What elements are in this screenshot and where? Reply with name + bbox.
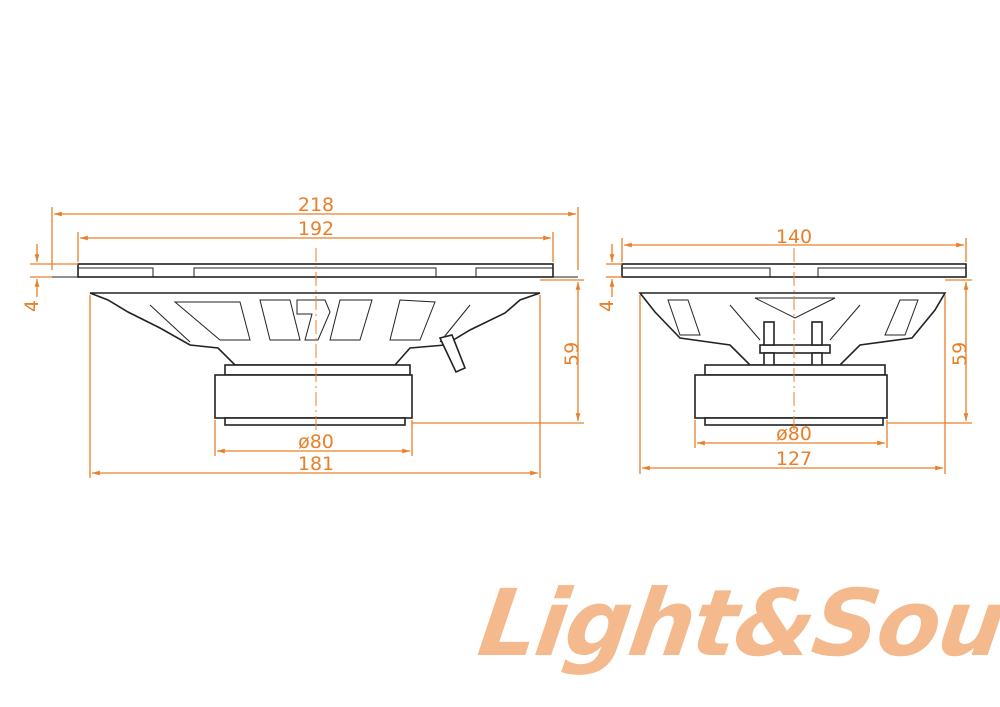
left-magnet-diameter-label: ø80	[298, 431, 334, 453]
left-depth-label: 59	[561, 342, 583, 366]
right-magnet-diameter-label: ø80	[776, 423, 812, 445]
right-depth-label: 59	[949, 342, 971, 366]
right-dimensions: 140 4 59 ø80 127	[596, 226, 972, 474]
right-speaker-view: 140 4 59 ø80 127	[596, 226, 972, 474]
right-speaker-body	[621, 248, 967, 430]
left-mount-width-label: 192	[298, 218, 334, 240]
left-overall-width-label: 218	[298, 194, 334, 216]
right-basket-width-label: 127	[776, 448, 812, 470]
left-basket-width-label: 181	[298, 453, 334, 475]
left-speaker-body	[52, 248, 578, 435]
right-flange-thickness-label: 4	[596, 300, 618, 312]
light-and-sound-logo: Light&Sound	[472, 570, 1000, 677]
right-overall-width-label: 140	[776, 226, 812, 248]
left-dimensions: 218 192 4 59 ø80 181	[21, 194, 584, 478]
left-flange-thickness-label: 4	[21, 300, 43, 312]
left-speaker-view: 218 192 4 59 ø80 181	[21, 194, 584, 478]
